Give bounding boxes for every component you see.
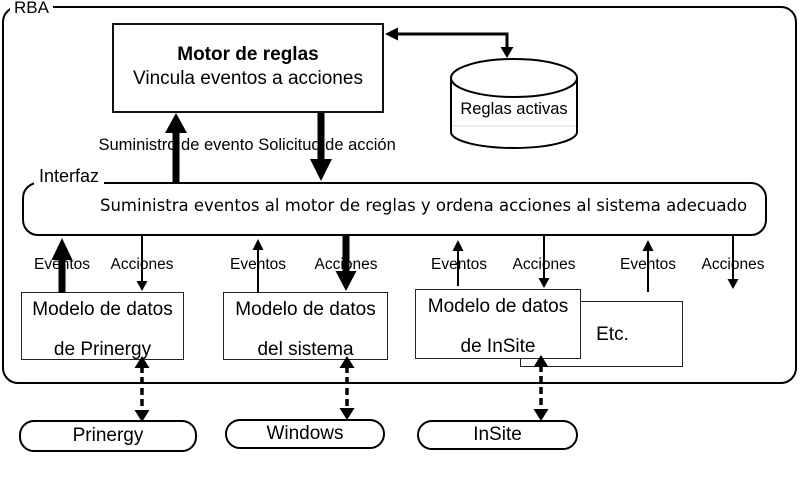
channel-3-events-label: Eventos: [430, 256, 488, 273]
system-box-prinergy: Prinergy: [19, 420, 197, 452]
data-model-box-insite: Modelo de datos de InSite: [415, 289, 581, 359]
data-model-prinergy-line1: Modelo de datos: [32, 299, 173, 320]
channel-2-actions-label: Acciones: [314, 256, 378, 273]
data-model-sistema-line1: Modelo de datos: [235, 299, 376, 320]
data-model-box-sistema: Modelo de datos del sistema: [223, 292, 388, 360]
channel-4-actions-label: Acciones: [701, 256, 765, 273]
data-model-insite-line1: Modelo de datos: [427, 296, 569, 317]
rules-engine-subtitle: Vincula eventos a acciones: [133, 68, 363, 89]
rules-engine-title: Motor de reglas: [177, 44, 319, 65]
system-box-insite: InSite: [417, 420, 578, 450]
rba-frame-label: RBA: [10, 0, 53, 16]
data-model-box-prinergy: Modelo de datos de Prinergy: [21, 292, 184, 360]
database-cylinder-icon: [450, 58, 578, 149]
interface-box: [22, 182, 767, 236]
interface-description: Suministra eventos al motor de reglas y …: [100, 196, 748, 215]
interface-label: Interfaz: [34, 167, 105, 185]
channel-2-events-label: Eventos: [229, 256, 287, 273]
data-model-sistema-line2: del sistema: [257, 339, 354, 360]
event-supply-label: Suministro de evento: [98, 136, 254, 154]
channel-3-actions-label: Acciones: [512, 256, 576, 273]
rba-frame: [2, 6, 797, 384]
channel-1-events-label: Eventos: [33, 256, 91, 273]
system-prinergy-label: Prinergy: [72, 425, 144, 446]
system-insite-label: InSite: [473, 424, 522, 445]
rules-store-label: Reglas activas: [460, 100, 568, 118]
data-model-prinergy-line2: de Prinergy: [53, 339, 152, 360]
channel-4-events-label: Eventos: [619, 256, 677, 273]
action-request-label: Solicitud de acción: [258, 136, 396, 154]
etc-label: Etc.: [596, 324, 629, 345]
rules-engine-box: Motor de reglas Vincula eventos a accion…: [112, 23, 384, 113]
channel-1-actions-label: Acciones: [110, 256, 174, 273]
data-model-insite-line2: de InSite: [460, 336, 536, 357]
system-windows-label: Windows: [266, 423, 344, 444]
system-box-windows: Windows: [225, 419, 385, 449]
